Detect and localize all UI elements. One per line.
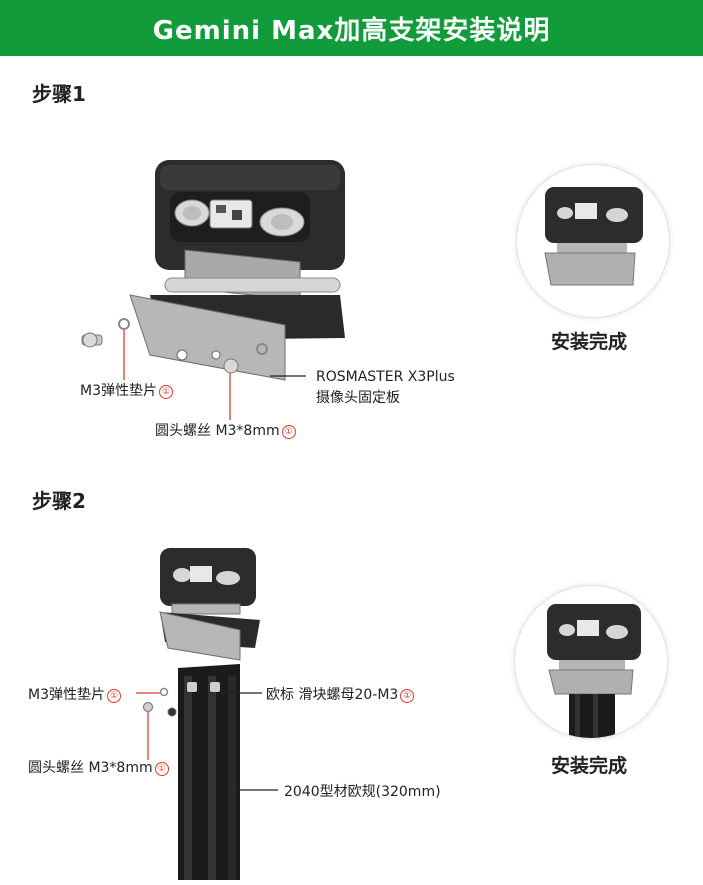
header-banner: Gemini Max加高支架安装说明 bbox=[0, 0, 703, 56]
page-title: Gemini Max加高支架安装说明 bbox=[152, 15, 551, 46]
step1-title: 步骤1 bbox=[32, 82, 86, 106]
step2-washer-qty: ① bbox=[107, 689, 121, 703]
step1-done-label: 安装完成 bbox=[551, 331, 628, 353]
step1-plate-label: ROSMASTER X3Plus 摄像头固定板 bbox=[316, 369, 455, 406]
step2-screw-qty: ① bbox=[154, 762, 169, 776]
step2-nut-qty: ① bbox=[400, 689, 415, 703]
step2-done-image bbox=[514, 585, 668, 739]
step1-done-image bbox=[516, 164, 670, 318]
step1-washer-qty: ① bbox=[159, 385, 173, 399]
step2-title: 步骤2 bbox=[32, 489, 86, 513]
step1-screw-qty: ① bbox=[281, 425, 296, 439]
step2-done-label: 安装完成 bbox=[551, 755, 628, 777]
step2-profile-label: 2040型材欧规(320mm) bbox=[284, 784, 441, 800]
